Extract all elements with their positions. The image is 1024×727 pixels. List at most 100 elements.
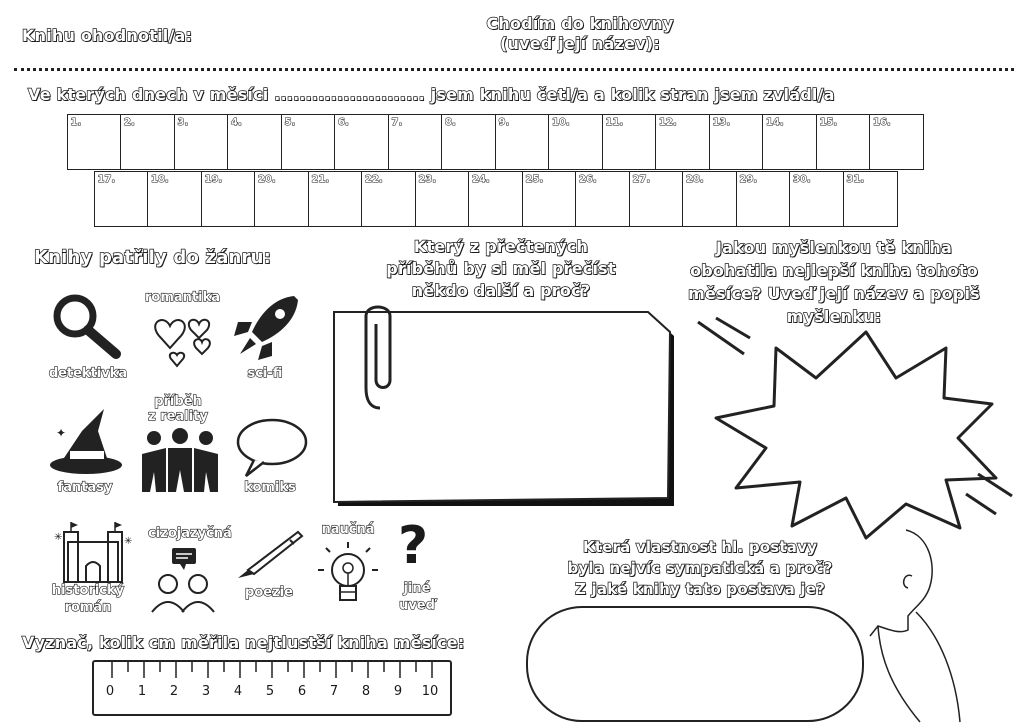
day-cell[interactable]: 16. [869,114,924,170]
recommend-line2: příběhů by si měl přečíst [386,258,617,278]
day-cell[interactable]: 18. [147,171,202,227]
day-cell[interactable]: 5. [280,114,336,170]
ruler-tick-marks [111,662,433,678]
day-cell[interactable]: 17. [93,171,149,227]
rated-by-label: Knihu ohodnotil/a: [21,25,193,45]
character-answer-box[interactable] [526,606,864,722]
day-cell[interactable]: 30. [789,171,844,227]
day-number: 30. [793,174,812,186]
ruler-tick-label: 4 [233,684,243,699]
day-number: 22. [365,174,384,186]
day-cell[interactable]: 3. [173,114,229,170]
day-cell[interactable]: 31. [842,171,898,227]
day-cell[interactable]: 11. [601,114,657,170]
dotted-divider [14,68,1014,71]
character-line2: byla nejvíc sympatická a proč? [567,558,833,577]
day-number: 27. [632,174,651,186]
day-number: 14. [766,117,785,129]
day-cell[interactable]: 13. [708,114,764,170]
ruler-tick-label: 5 [265,684,275,699]
day-number: 3. [177,117,189,129]
day-cell[interactable]: 7. [387,114,443,170]
thought-question: Jakou myšlenkou tě kniha obohatila nejle… [654,236,1014,328]
day-number: 5. [284,117,296,129]
day-number: 8. [445,117,457,129]
genre-other: jiné uveď [382,580,452,614]
genre-true-story-line2: z reality [148,408,209,424]
day-number: 25. [525,174,544,186]
day-cell[interactable]: 12. [655,114,710,170]
genre-detective: detektivka [48,365,128,381]
day-number: 19. [204,174,223,186]
day-cell[interactable]: 26. [575,171,630,227]
day-cell[interactable]: 4. [227,114,282,170]
library-label-line1: Chodím do knihovny [486,13,674,33]
hearts-icon [154,318,211,368]
day-cell[interactable]: 6. [334,114,389,170]
people-talking-icon [151,548,215,613]
people-group-icon [142,428,218,492]
genre-scifi: sci-fi [247,365,283,381]
thought-line4: myšlenku: [786,306,882,326]
ruler-title: Vyznač, kolik cm měřila nejtlustší kniha… [21,632,465,652]
library-label-line2: (uveď její název): [499,33,660,53]
genre-true-story-line1: příběh [154,393,203,409]
genre-historical-line1: historický [51,582,125,598]
lightbulb-icon [318,542,378,601]
thought-line2: obohatila nejlepší kniha tohoto [689,260,978,280]
svg-text:✳: ✳ [124,536,132,547]
paperclip-icon [364,305,392,410]
day-cell[interactable]: 23. [414,171,470,227]
days-title: Ve kterých dnech v měsíci ..............… [27,84,835,104]
day-cell[interactable]: 20. [254,171,309,227]
genre-foreign: cizojazyčná [148,525,233,541]
day-number: 6. [338,117,350,129]
day-number: 13. [712,117,731,129]
question-mark-icon: ? [398,516,429,576]
day-cell[interactable]: 2. [120,114,175,170]
character-question: Která vlastnost hl. postavy byla nejvíc … [520,537,880,600]
day-number: 10. [552,117,571,129]
day-number: 11. [605,117,624,129]
day-number: 28. [686,174,705,186]
day-cell[interactable]: 8. [441,114,496,170]
ruler-tick-label: 9 [393,684,403,699]
day-cell[interactable]: 28. [682,171,737,227]
day-cell[interactable]: 29. [735,171,791,227]
character-line1: Která vlastnost hl. postavy [582,537,818,556]
day-cell[interactable]: 24. [468,171,523,227]
library-label: Chodím do knihovny (uveď její název): [440,13,720,54]
day-cell[interactable]: 1. [66,114,122,170]
day-cell[interactable]: 14. [762,114,817,170]
days-row-2: 17.18.19.20.21.22.23.24.25.26.27.28.29.3… [93,171,898,227]
thinking-person-icon [869,529,961,723]
genre-comics: komiks [244,479,297,495]
ruler-tick-label: 6 [297,684,307,699]
svg-text:✳: ✳ [54,532,62,543]
day-cell[interactable]: 15. [815,114,871,170]
genre-historical-line2: román [64,599,112,615]
genre-fantasy: fantasy [57,479,113,495]
day-cell[interactable]: 10. [548,114,603,170]
day-cell[interactable]: 19. [200,171,256,227]
ruler-tick-label: 1 [137,684,147,699]
day-cell[interactable]: 27. [628,171,684,227]
day-number: 2. [124,117,136,129]
ruler-tick-label: 8 [361,684,371,699]
day-number: 4. [231,117,243,129]
day-cell[interactable]: 25. [521,171,577,227]
day-number: 16. [873,117,892,129]
days-row-1: 1.2. 3. 4. 5. 6. 7.8. 9.10. 11. 12.13. 14. 15.16. [66,114,924,170]
ruler [92,660,452,716]
day-number: 26. [579,174,598,186]
genre-poetry: poezie [244,584,293,600]
ruler-tick-label: 3 [201,684,211,699]
day-cell[interactable]: 21. [307,171,363,227]
day-cell[interactable]: 9. [494,114,550,170]
day-cell[interactable]: 22. [361,171,416,227]
day-number: 20. [258,174,277,186]
ruler-tick-label: 2 [169,684,179,699]
thought-line3: měsíce? Uveď její název a popiš [687,283,980,303]
genre-historical: historický román [34,582,142,616]
